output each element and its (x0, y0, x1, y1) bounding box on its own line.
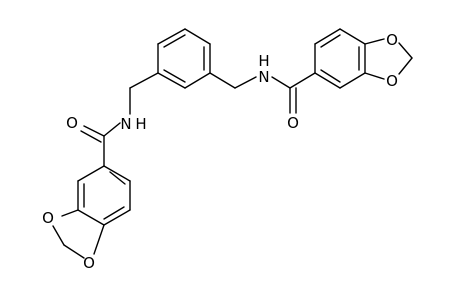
atom-labels: O O N H N H O O O O (42, 31, 398, 272)
central-ring-inner-bond (163, 34, 186, 48)
methylene-bond-right (209, 72, 236, 89)
methylene-bond-left (129, 72, 159, 89)
amide-nitrogen-left: N (120, 115, 131, 133)
right-dioxole-bond (398, 57, 413, 75)
carbonyl-bond-left (83, 125, 105, 137)
left-aryl-ring-bond (103, 209, 131, 226)
aryl-bond-right (289, 72, 316, 89)
right-aryl-ring-inner-bond (320, 34, 341, 48)
carbonyl-oxygen-right: O (287, 114, 299, 132)
methylene-bond-right (234, 76, 257, 89)
left-aryl-ring-bond (77, 209, 105, 226)
dioxole-oxygen-left-right: O (83, 254, 95, 272)
central-ring-bond (157, 72, 186, 89)
left-dioxole-bond (52, 225, 65, 246)
amide-bond-left (103, 122, 121, 137)
right-dioxole-bond (364, 72, 385, 80)
central-ring-bond (184, 28, 211, 45)
dioxole-oxygen-right-bottom: O (386, 72, 398, 90)
central-ring-inner-bond (163, 69, 186, 83)
right-aryl-ring-bond (339, 72, 366, 89)
amide-nitrogen-right: N (258, 68, 269, 86)
dioxole-oxygen-left-left: O (42, 209, 54, 227)
left-aryl-ring-inner-bond (103, 206, 125, 220)
right-aryl-ring-bond (339, 28, 366, 45)
amide-hydrogen-right: H (258, 52, 269, 70)
amide-bond-right (271, 76, 291, 89)
right-aryl-ring-inner-bond (320, 69, 341, 83)
amide-hydrogen-left: H (135, 115, 146, 133)
central-ring-bond (184, 72, 211, 89)
left-dioxole-bond (61, 209, 79, 217)
carbonyl-bond-left (80, 130, 102, 143)
left-aryl-ring-bond (77, 165, 105, 182)
right-aryl-ring-bond (314, 28, 341, 45)
right-dioxole-bond (364, 38, 385, 45)
left-dioxole-bond (63, 244, 85, 259)
bonds (52, 28, 413, 259)
left-dioxole-bond (93, 224, 105, 255)
left-aryl-ring-inner-bond (109, 171, 126, 185)
right-aryl-ring-bond (314, 72, 341, 89)
dioxole-oxygen-right-top: O (386, 31, 398, 49)
carbonyl-oxygen-left: O (66, 114, 78, 132)
left-aryl-ring-bond (103, 165, 131, 182)
right-dioxole-bond (398, 42, 413, 59)
central-ring-bond (157, 28, 186, 45)
